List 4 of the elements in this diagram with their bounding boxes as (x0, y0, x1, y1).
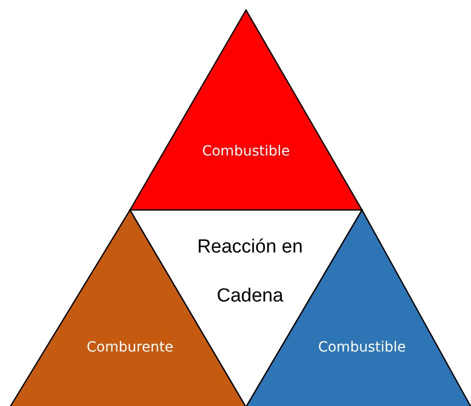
triangle-label: Combustible (317, 340, 407, 356)
triangle-label: Reacción en Cadena (196, 236, 304, 309)
triangle-label: Combustible (201, 144, 291, 160)
triangle-label: Comburente (86, 340, 174, 356)
